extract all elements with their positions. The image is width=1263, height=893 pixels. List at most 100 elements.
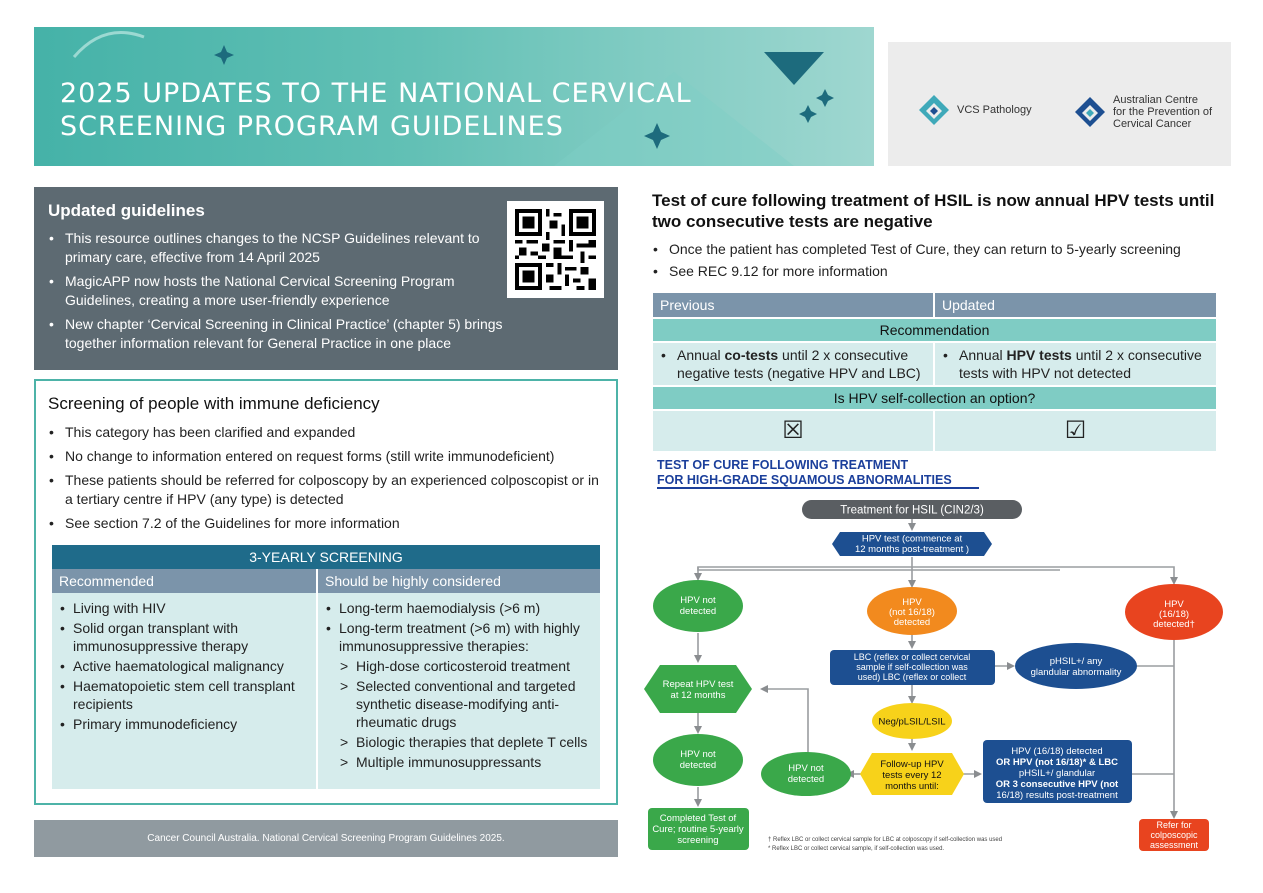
completed-label-2: Cure; routine 5-yearly [652, 824, 744, 835]
completed-label-3: screening [677, 835, 718, 846]
hpv-not-detected-repeat-node [653, 734, 743, 786]
refer-node [1139, 819, 1209, 851]
neg-lsil-label: Neg/pLSIL/LSIL [878, 717, 945, 728]
immune-deficiency-heading: Screening of people with immune deficien… [48, 394, 380, 413]
lbc-label-2: sample if self-collection was [856, 662, 968, 672]
outcomes-label-2: OR HPV (not 16/18)* & LBC [996, 757, 1118, 768]
follow-up-node [860, 753, 964, 795]
hpv-1618-label-1: HPV [1164, 599, 1184, 610]
follow-up-label-1: Follow-up HPV [880, 759, 944, 770]
comparison-table: Previous Updated Recommendation Annual c… [653, 293, 1216, 451]
list-item: Haematopoietic stem cell transplant reci… [58, 677, 310, 713]
lbc-node [830, 650, 995, 685]
test-of-cure-list: Once the patient has completed Test of C… [652, 240, 1222, 284]
follow-up-label-2: tests every 12 [882, 770, 941, 781]
list-item: Living with HIV [58, 599, 310, 617]
updated-text-pre: Annual [959, 347, 1007, 363]
considered-column: Should be highly considered Long-term ha… [318, 569, 600, 789]
repeat-hpv-label-2: at 12 months [671, 690, 726, 701]
hpv-not-detected-followup-label-2: detected [788, 774, 824, 785]
list-item: Solid organ transplant with immunosuppre… [58, 619, 310, 655]
acpcc-logo-line3: Cervical Cancer [1113, 118, 1192, 130]
check-box-icon: ☑ [1064, 417, 1087, 444]
test-of-cure-flowchart: Treatment for HSIL (CIN2/3) HPV test (co… [644, 500, 1223, 852]
hpv-not-detected-followup-label-1: HPV not [788, 763, 824, 774]
updated-guidelines-panel: Updated guidelines This resource outline… [34, 187, 618, 370]
screening-table-columns: Recommended Living with HIV Solid organ … [52, 569, 600, 789]
phsil-label-2: glandular abnormality [1031, 667, 1122, 678]
hpv-test-node [832, 532, 992, 556]
hpv-not-1618-label-2: (not 16/18) [889, 607, 935, 618]
list-item: Once the patient has completed Test of C… [652, 240, 1222, 259]
acpcc-logo-line1: Australian Centre [1113, 94, 1198, 106]
previous-recommendation: Annual co-tests until 2 x consecutive ne… [653, 343, 933, 385]
hpv-not-1618-node [867, 587, 957, 635]
outcomes-label-5: 16/18) results post-treatment [996, 790, 1118, 801]
screening-table: 3-YEARLY SCREENING Recommended Living wi… [52, 545, 600, 789]
phsil-label-1: pHSIL+/ any [1050, 656, 1103, 667]
outcomes-node [983, 740, 1132, 803]
updated-header: Updated [935, 293, 1216, 317]
vcs-logo-icon [919, 95, 949, 125]
recommended-body: Living with HIV Solid organ transplant w… [52, 593, 316, 789]
vcs-logo: VCS Pathology [918, 94, 1032, 126]
recommendation-row: Annual co-tests until 2 x consecutive ne… [653, 341, 1216, 385]
hpv-not-1618-label-3: detected [894, 617, 930, 628]
list-item: See REC 9.12 for more information [652, 262, 1222, 281]
hpv-1618-label-3: detected† [1153, 619, 1195, 630]
hpv-1618-label-2: (16/18) [1159, 609, 1189, 620]
hpv-not-detected-node [653, 580, 743, 632]
previous-text-bold: co-tests [724, 347, 779, 363]
phsil-node [1015, 643, 1137, 689]
hpv-not-detected-followup-node [761, 752, 851, 796]
acpcc-logo-line2: for the Prevention of [1113, 106, 1213, 118]
self-collection-row: ☒ ☑ [653, 409, 1216, 451]
header-banner: 2025 UPDATES TO THE NATIONAL CERVICAL SC… [34, 27, 874, 166]
previous-text-pre: Annual [677, 347, 725, 363]
page-title-line1: 2025 UPDATES TO THE NATIONAL CERVICAL [60, 78, 692, 109]
sub-list-item: Selected conventional and targeted synth… [324, 677, 594, 731]
logo-panel: VCS Pathology Australian Centre for the … [888, 42, 1231, 166]
flowchart-title-line2: FOR HIGH-GRADE SQUAMOUS ABNORMALITIES [657, 473, 952, 487]
recommended-column: Recommended Living with HIV Solid organ … [52, 569, 316, 789]
hpv-not-detected-repeat-label-1: HPV not [680, 749, 716, 760]
outcomes-label-1: HPV (16/18) detected [1011, 746, 1102, 757]
repeat-hpv-label-1: Repeat HPV test [663, 679, 734, 690]
hpv-test-label-1: HPV test (commence at [862, 534, 963, 545]
considered-header: Should be highly considered [318, 569, 600, 593]
hpv-not-detected-label-1: HPV not [680, 595, 716, 606]
refer-label-2: colposcopic [1150, 830, 1198, 840]
outcomes-label-4: OR 3 consecutive HPV (not [996, 779, 1119, 790]
page-title-line2: SCREENING PROGRAM GUIDELINES [60, 111, 564, 142]
list-item: This category has been clarified and exp… [48, 423, 608, 442]
citation-footer: Cancer Council Australia. National Cervi… [34, 820, 618, 857]
acpcc-logo: Australian Centre for the Prevention of … [1074, 94, 1212, 130]
list-item: Long-term haemodialysis (>6 m) [324, 599, 594, 617]
banner-decoration [72, 31, 834, 166]
list-item: These patients should be referred for co… [48, 471, 608, 509]
footnote-1: † Reflex LBC or collect cervical sample … [768, 837, 1002, 843]
outcomes-label-3: pHSIL+/ glandular [1019, 768, 1095, 779]
list-item: Primary immunodeficiency [58, 715, 310, 733]
vcs-logo-text: VCS Pathology [957, 104, 1032, 116]
list-item: See section 7.2 of the Guidelines for mo… [48, 514, 608, 533]
repeat-hpv-node [644, 665, 752, 713]
comparison-header-row: Previous Updated [653, 293, 1216, 317]
flowchart-title-line1: TEST OF CURE FOLLOWING TREATMENT [657, 458, 909, 472]
list-item: Long-term treatment (>6 m) with highly i… [324, 619, 594, 655]
footnote-2: * Reflex LBC or collect cervical sample,… [768, 846, 944, 852]
refer-label-1: Refer for [1156, 820, 1191, 830]
treatment-node [802, 500, 1022, 519]
hpv-test-label-2: 12 months post-treatment ) [855, 544, 969, 555]
list-item: Active haematological malignancy [58, 657, 310, 675]
treatment-label: Treatment for HSIL (CIN2/3) [840, 505, 984, 517]
previous-text-post: until 2 x consecutive negative tests (ne… [677, 347, 921, 381]
acpcc-logo-icon [1075, 97, 1105, 127]
recommended-header: Recommended [52, 569, 316, 593]
sub-list-item: High-dose corticosteroid treatment [324, 657, 594, 675]
lbc-label-1: LBC (reflex or collect cervical [854, 652, 971, 662]
completed-node [648, 808, 749, 850]
previous-header: Previous [653, 293, 933, 317]
qr-code[interactable] [507, 201, 604, 298]
cross-box-icon: ☒ [782, 417, 804, 444]
